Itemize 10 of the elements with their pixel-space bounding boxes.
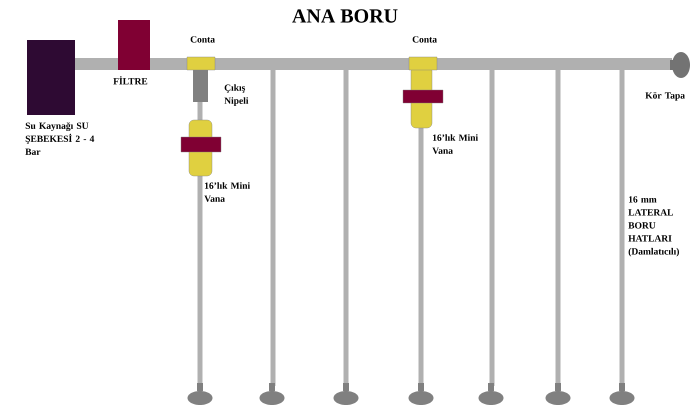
part-label: 16’lık Mini Vana	[432, 134, 478, 154]
part-label: FİLTRE	[113, 76, 148, 84]
part-label: Çıkış Nipeli	[224, 84, 248, 106]
part-label: 16 mm LATERAL BORU HATLARI (Damlatıcılı)	[628, 196, 679, 257]
title: ANA BORU	[292, 9, 398, 23]
part-label: Conta	[190, 36, 215, 43]
part-label: Conta	[412, 36, 437, 43]
part-label: Su Kaynağı SU ŞEBEKESİ 2 - 4 Bar	[25, 122, 94, 155]
part-label: 16’lık Mini Vana	[204, 182, 250, 202]
part-label: Kör Tapa	[645, 92, 685, 101]
